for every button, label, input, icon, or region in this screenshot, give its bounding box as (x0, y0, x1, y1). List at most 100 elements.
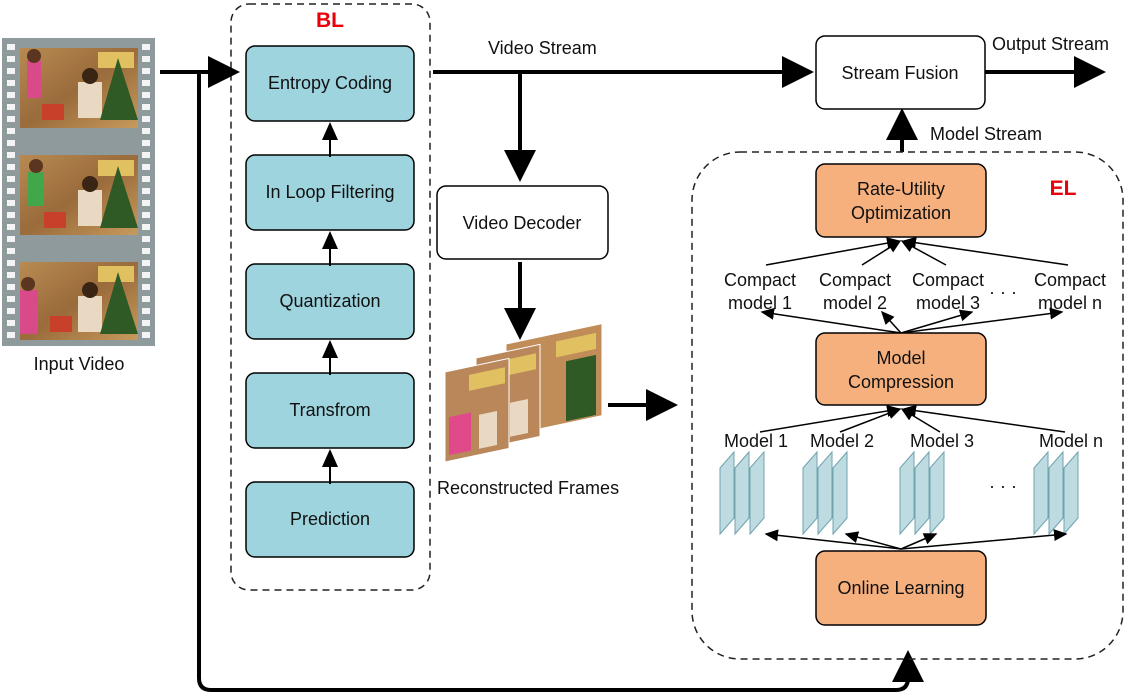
model-label: Model n (1039, 431, 1103, 451)
output-stream-label: Output Stream (992, 34, 1109, 54)
model-label: Model 2 (810, 431, 874, 451)
sprocket-hole (142, 92, 150, 98)
quantization-block: Quantization (245, 263, 415, 340)
recon-frame-1 (444, 357, 510, 463)
el-title: EL (1050, 177, 1077, 200)
rate-utility-node: Rate-Utility Optimization (815, 163, 987, 238)
online-learning-node: Online Learning (815, 550, 987, 626)
stream-fusion-label: Stream Fusion (841, 63, 958, 83)
prediction-block-label: Prediction (290, 509, 370, 529)
sprocket-hole (142, 308, 150, 314)
video-frame-3 (20, 262, 138, 340)
sprocket-hole (142, 140, 150, 146)
sprocket-hole (142, 320, 150, 326)
sprocket-hole (7, 260, 15, 266)
sprocket-hole (7, 236, 15, 242)
sprocket-hole (7, 188, 15, 194)
layer-slab (1033, 450, 1049, 536)
sprocket-hole (142, 260, 150, 266)
model-3: Model 3 (899, 431, 974, 536)
model-stream-label: Model Stream (930, 124, 1042, 144)
compact-model-3: Compact model 3 (912, 270, 984, 313)
sprocket-hole (142, 188, 150, 194)
sprocket-hole (7, 284, 15, 290)
sprocket-hole (142, 212, 150, 218)
compact-model-line2: model 2 (823, 293, 887, 313)
sprocket-hole (142, 116, 150, 122)
layer-slab (1048, 450, 1064, 536)
main-flow-arrows (160, 56, 1106, 692)
layer-slab (817, 450, 833, 536)
models: Model 1 Model 2 Model 3 Model n (719, 431, 1103, 536)
transform-block-label: Transfrom (289, 400, 370, 420)
sprocket-hole (7, 80, 15, 86)
prediction-block: Prediction (245, 481, 415, 558)
sprocket-hole (7, 320, 15, 326)
sprocket-hole (7, 176, 15, 182)
sprocket-hole (7, 332, 15, 338)
compact-model-line2: model n (1038, 293, 1102, 313)
sprocket-hole (7, 128, 15, 134)
compact-model-line2: model 1 (728, 293, 792, 313)
model-compression-line2: Compression (848, 372, 954, 392)
model-4: Model n (1033, 431, 1103, 536)
compact-ellipsis: · · · (989, 282, 1017, 302)
sprocket-hole (142, 284, 150, 290)
compression-to-compact-arrows (760, 307, 1064, 334)
reconstructed-frames (444, 322, 603, 463)
sprocket-hole (7, 68, 15, 74)
sprocket-hole (7, 248, 15, 254)
sprocket-hole (7, 224, 15, 230)
model-compression-node: Model Compression (815, 332, 987, 406)
compact-model-line1: Compact (724, 270, 796, 290)
layer-slab (1063, 450, 1079, 536)
transform-block: Transfrom (245, 372, 415, 449)
network-layers-icon (719, 450, 765, 536)
input-video-label: Input Video (34, 354, 125, 374)
sprocket-hole (7, 104, 15, 110)
sprocket-hole (142, 176, 150, 182)
network-layers-icon (1033, 450, 1079, 536)
sprocket-hole (7, 152, 15, 158)
online-learning-label: Online Learning (837, 578, 964, 598)
sprocket-hole (142, 248, 150, 254)
in-loop-filtering-block: In Loop Filtering (245, 154, 415, 231)
sprocket-hole (142, 200, 150, 206)
compact-model-line1: Compact (912, 270, 984, 290)
sprocket-hole (7, 44, 15, 50)
video-decoder-label: Video Decoder (463, 213, 582, 233)
compact-model-line1: Compact (819, 270, 891, 290)
sprocket-hole (142, 80, 150, 86)
models-to-compression-arrows (759, 404, 1066, 433)
sprocket-hole (142, 56, 150, 62)
layer-slab (749, 450, 765, 536)
rate-utility-line2: Optimization (851, 203, 951, 223)
sprocket-hole (7, 92, 15, 98)
sprocket-hole (142, 128, 150, 134)
rate-utility-line1: Rate-Utility (857, 179, 945, 199)
sprocket-hole (7, 116, 15, 122)
model-label: Model 1 (724, 431, 788, 451)
online-to-models-arrows (764, 529, 1068, 550)
video-stream-label: Video Stream (488, 38, 597, 58)
stream-fusion-node: Stream Fusion (815, 35, 986, 110)
sprocket-hole (142, 104, 150, 110)
model-label: Model 3 (910, 431, 974, 451)
model-1: Model 1 (719, 431, 788, 536)
layer-slab (802, 450, 818, 536)
entropy-coding-block-label: Entropy Coding (268, 73, 392, 93)
layer-slab (899, 450, 915, 536)
layer-slab (719, 450, 735, 536)
sprocket-hole (142, 164, 150, 170)
compact-model-line2: model 3 (916, 293, 980, 313)
sprocket-hole (7, 56, 15, 62)
model-2: Model 2 (802, 431, 874, 536)
sprocket-hole (7, 164, 15, 170)
layer-slab (929, 450, 945, 536)
quantization-block-label: Quantization (279, 291, 380, 311)
sprocket-hole (7, 308, 15, 314)
bl-title: BL (316, 9, 344, 32)
